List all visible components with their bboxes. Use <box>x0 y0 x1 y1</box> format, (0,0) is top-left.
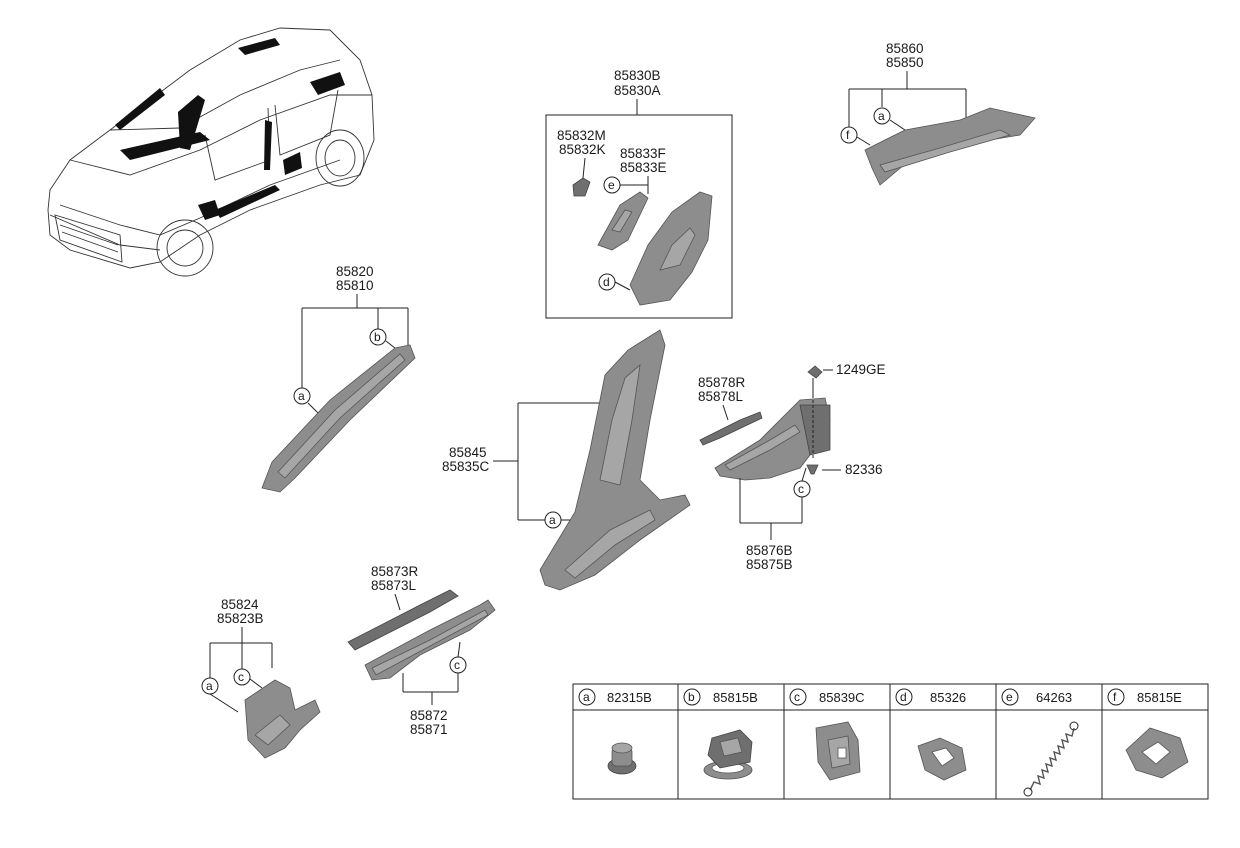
group-85820: 85820 85810 b a <box>261 264 416 493</box>
part-label-85820: 85820 <box>336 264 374 279</box>
coil-spring-icon <box>1023 721 1079 797</box>
part-label-85830a: 85830A <box>614 83 661 98</box>
legend-part-64263: 64263 <box>1036 690 1072 705</box>
legend-letter-e: e <box>1006 690 1013 704</box>
part-label-85824: 85824 <box>221 597 259 612</box>
part-label-82336: 82336 <box>845 462 883 477</box>
part-label-85823b: 85823B <box>217 611 264 626</box>
part-label-85845: 85845 <box>449 445 487 460</box>
part-label-1249ge: 1249GE <box>836 362 886 377</box>
legend-header-e: e 64263 <box>1001 688 1072 706</box>
legend-letter-f: f <box>1113 690 1117 704</box>
clip-retainer-icon <box>703 729 753 780</box>
clip-spring-icon <box>917 737 967 781</box>
callout-b: b <box>374 330 381 344</box>
callout-a: a <box>549 513 556 527</box>
part-label-85830b: 85830B <box>614 68 661 83</box>
part-label-85835c: 85835C <box>442 459 490 474</box>
part-label-85810: 85810 <box>336 278 374 293</box>
callout-c: c <box>238 670 244 684</box>
clip-square-icon <box>815 721 861 781</box>
legend-header-b: b 85815B <box>683 688 758 706</box>
part-label-85832k: 85832K <box>559 142 606 157</box>
group-85824: 85824 85823B a c <box>201 597 321 759</box>
callout-f: f <box>846 128 850 142</box>
callout-d: d <box>603 275 610 289</box>
legend-letter-d: d <box>900 690 907 704</box>
legend-part-85839c: 85839C <box>819 690 865 705</box>
part-label-85872: 85872 <box>410 708 448 723</box>
legend-letter-a: a <box>583 690 590 704</box>
part-label-85832m: 85832M <box>557 128 606 143</box>
legend-letter-c: c <box>794 690 800 704</box>
part-label-85860: 85860 <box>886 41 924 56</box>
group-85845: 85845 85835C a <box>442 329 691 591</box>
clip-push-rivet-icon <box>607 742 637 775</box>
part-label-85873l: 85873L <box>371 578 417 593</box>
callout-a: a <box>298 389 305 403</box>
legend-header-d: d 85326 <box>895 688 966 706</box>
group-85830: 85830B 85830A 85832M 85832K 85833F 85833… <box>545 68 733 319</box>
callout-e: e <box>608 178 615 192</box>
group-85873: 85873R 85873L c 85872 85871 <box>347 564 496 737</box>
callout-a: a <box>878 109 885 123</box>
part-label-85871: 85871 <box>410 722 448 737</box>
group-85860: 85860 85850 a f <box>840 41 1036 186</box>
callout-c: c <box>454 658 460 672</box>
legend-part-85326: 85326 <box>930 690 966 705</box>
legend-part-85815e: 85815E <box>1137 690 1182 705</box>
part-label-85878r: 85878R <box>698 375 746 390</box>
legend-header-f: f 85815E <box>1107 688 1182 706</box>
vehicle-overview <box>47 27 375 277</box>
callout-a: a <box>206 679 213 693</box>
part-label-85833f: 85833F <box>620 146 666 161</box>
part-label-85873r: 85873R <box>371 564 419 579</box>
legend-header-c: c 85839C <box>789 688 865 706</box>
legend-table: a 82315B b 85815B c 85839C d 85326 e 642… <box>572 683 1209 800</box>
legend-letter-b: b <box>688 690 695 704</box>
legend-header-a: a 82315B <box>578 688 652 706</box>
part-label-85875b: 85875B <box>746 557 793 572</box>
part-label-85833e: 85833E <box>620 160 667 175</box>
legend-part-82315b: 82315B <box>607 690 652 705</box>
group-85878: 85878R 85878L 1249GE 82336 c 85876B 8587… <box>698 362 886 572</box>
part-label-85876b: 85876B <box>746 543 793 558</box>
legend-part-85815b: 85815B <box>713 690 758 705</box>
part-label-85878l: 85878L <box>698 389 744 404</box>
callout-c: c <box>798 482 804 496</box>
part-label-85850: 85850 <box>886 55 924 70</box>
clip-flat-icon <box>1125 727 1189 779</box>
